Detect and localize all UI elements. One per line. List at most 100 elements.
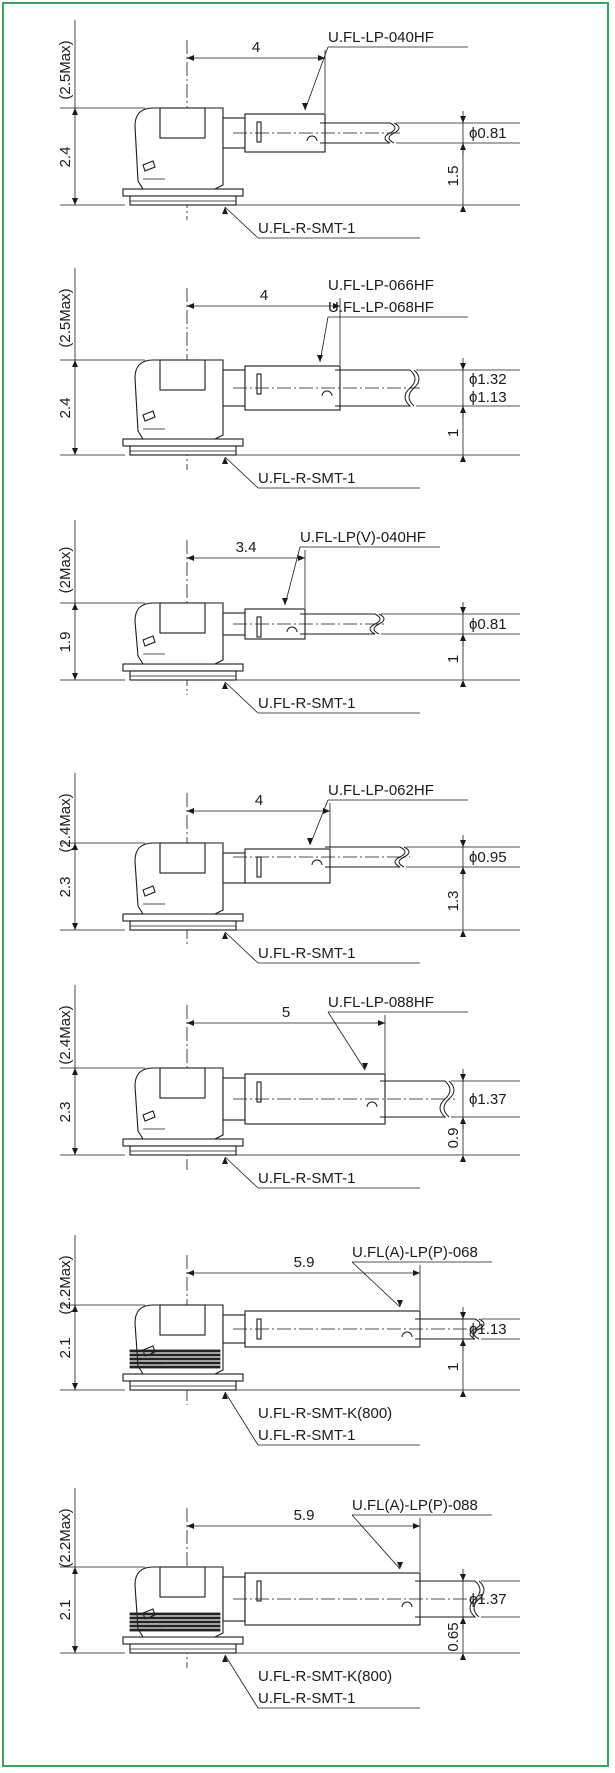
leader-line: [351, 1514, 401, 1570]
width-label: 5.9: [294, 1254, 315, 1271]
leader-line: [351, 1261, 401, 1308]
leader-line: [224, 456, 259, 489]
receptacle-base: [129, 670, 237, 681]
arrow-head: [187, 1270, 194, 1276]
offset-label: 1.5: [445, 166, 462, 187]
receptacle-label: U.FL-R-SMT-K(800): [258, 1405, 392, 1422]
connector-diagram: (2.2Max)2.15.9ϕ1.131U.FL(A)-LP(P)-068U.F…: [57, 1235, 520, 1446]
crimp-notch: [401, 1331, 413, 1338]
arrow-head: [460, 607, 466, 614]
arrow-head: [460, 930, 466, 937]
arrow-head: [72, 448, 78, 455]
arrow-head: [317, 355, 323, 362]
arrow-head: [72, 198, 78, 205]
arrow-head: [187, 55, 194, 61]
width-label: 4: [260, 287, 268, 304]
max-height-label: (2.5Max): [57, 40, 74, 99]
arrow-head: [187, 1020, 194, 1026]
height-label: 2.4: [57, 147, 74, 168]
crimp-notch: [306, 135, 318, 142]
crimp-slot: [256, 856, 262, 878]
arrow-head: [413, 1523, 420, 1529]
arrow-head: [187, 555, 194, 561]
arrow-head: [72, 1383, 78, 1390]
arrow-head: [72, 673, 78, 680]
leader-line: [327, 1011, 366, 1071]
leader-line: [304, 46, 329, 111]
leader-line: [224, 681, 259, 714]
plug-cap: [159, 1566, 206, 1598]
receptacle-base: [129, 445, 237, 456]
height-label: 1.9: [57, 632, 74, 653]
plug-cap: [159, 107, 206, 139]
latch: [142, 1110, 156, 1122]
receptacle-base: [129, 1145, 237, 1156]
diameter-label-2: ϕ1.13: [469, 389, 507, 406]
arrow-head: [187, 303, 194, 309]
width-label: 5: [282, 1004, 290, 1021]
plug-cap: [159, 1067, 206, 1099]
receptacle-label: U.FL-R-SMT-1: [258, 1170, 356, 1187]
arrow-head: [222, 1157, 228, 1164]
crimp-slot: [256, 616, 262, 638]
crimp-notch: [366, 1101, 378, 1108]
arrow-head: [333, 303, 340, 309]
plug-cap: [159, 359, 206, 391]
receptacle-label: U.FL-R-SMT-1: [258, 945, 356, 962]
crimp-slot: [256, 1081, 262, 1103]
arrow-head: [222, 1655, 228, 1662]
diameter-label: ϕ1.13: [469, 1321, 507, 1338]
plug-label: U.FL-LP-062HF: [328, 782, 434, 799]
receptacle-label: U.FL-R-SMT-1: [258, 470, 356, 487]
arrow-head: [460, 1390, 466, 1397]
arrow-head: [460, 680, 466, 687]
contact-stack: [129, 1612, 221, 1616]
arrow-head: [72, 603, 78, 610]
arrow-head: [72, 843, 78, 850]
arrow-head: [187, 1523, 194, 1529]
max-height-label: (2Max): [57, 547, 74, 594]
receptacle-base: [129, 1643, 237, 1654]
plug-label: U.FL(A)-LP(P)-088: [352, 1497, 478, 1514]
arrow-head: [460, 1155, 466, 1162]
crimp-notch: [311, 859, 323, 866]
crimp-notch: [401, 1601, 413, 1608]
crimp-ferrule: [222, 852, 246, 884]
receptacle-flange: [122, 1138, 244, 1147]
plug-label: U.FL-LP-088HF: [328, 994, 434, 1011]
receptacle-label: U.FL-R-SMT-1: [258, 695, 356, 712]
height-label: 2.3: [57, 1102, 74, 1123]
arrow-head: [413, 1270, 420, 1276]
latch: [142, 410, 156, 422]
receptacle-flange: [122, 1636, 244, 1645]
receptacle-flange: [122, 188, 244, 197]
height-label: 2.3: [57, 877, 74, 898]
contact-stack: [129, 1365, 221, 1369]
plug-cap: [159, 1304, 206, 1336]
receptacle-label-2: U.FL-R-SMT-1: [258, 1427, 356, 1444]
arrow-head: [298, 555, 305, 561]
crimp-slot: [256, 121, 262, 143]
arrow-head: [460, 363, 466, 370]
plug-label: U.FL-LP-040HF: [328, 29, 434, 46]
receptacle-label: U.FL-R-SMT-K(800): [258, 1668, 392, 1685]
max-height-label: (2.4Max): [57, 1005, 74, 1064]
contact-stack: [129, 1357, 221, 1361]
arrow-head: [307, 838, 313, 845]
arrow-head: [222, 682, 228, 689]
arrow-head: [362, 1063, 368, 1070]
receptacle-flange: [122, 438, 244, 447]
offset-label: 0.65: [445, 1622, 462, 1651]
offset-label: 1.3: [445, 891, 462, 912]
plug-label: U.FL(A)-LP(P)-068: [352, 1244, 478, 1261]
plug-cap: [159, 842, 206, 874]
offset-label: 1: [445, 655, 462, 663]
diameter-label: ϕ0.81: [469, 125, 507, 142]
offset-label: 1: [445, 1363, 462, 1371]
crimp-slot: [256, 373, 262, 395]
latch: [142, 885, 156, 897]
contact-stack: [129, 1361, 221, 1365]
contact-stack: [129, 1628, 221, 1632]
arrow-head: [222, 457, 228, 464]
receptacle-base: [129, 195, 237, 206]
